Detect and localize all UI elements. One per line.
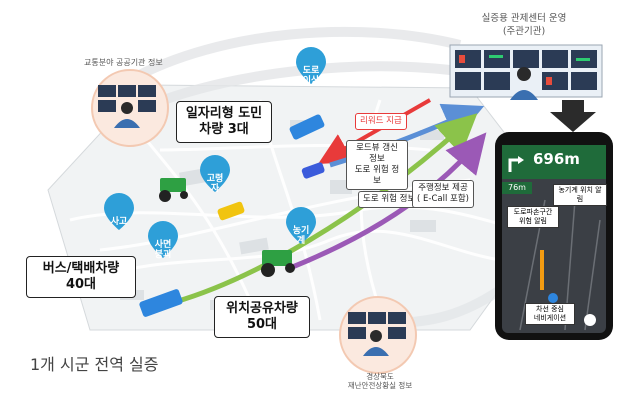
tractor-bottom — [261, 250, 295, 277]
disaster-info-label: 경상북도 재난안전상황실 정보 — [347, 372, 413, 390]
pin-landslide — [148, 221, 178, 258]
pin-road-anomaly — [296, 47, 326, 84]
disaster-info-console — [339, 296, 417, 374]
pin-label-accident: 사고 — [110, 217, 128, 227]
road-danger-label: 도로 위험 정보 — [358, 191, 421, 208]
center-to-phone-arrow — [550, 100, 596, 132]
tractor-top — [159, 178, 188, 202]
phone-distance-small: 76m — [508, 183, 526, 192]
phone-note-farm-vehicle: 농기계 위치 알림 — [553, 184, 607, 206]
pin-label-landslide: 사면 붕괴 — [154, 240, 172, 260]
pin-label-road-anomaly: 도로 이상 — [302, 66, 320, 86]
phone-note-road-damage: 도로파손구간 위험 알림 — [507, 206, 559, 228]
pin-accident — [103, 192, 134, 230]
bus-taxi-box: 버스/택배차량 40대 — [26, 256, 136, 298]
location-share-box: 위치공유차량 50대 — [214, 296, 310, 338]
control-center-subtitle: (주관기관) — [502, 26, 546, 37]
yellow-car — [217, 201, 245, 221]
driving-info-arrow — [289, 132, 487, 271]
road-danger-arrow — [174, 113, 478, 305]
bus-bottom — [139, 289, 183, 317]
pin-label-elderly: 고령 자 — [206, 174, 224, 194]
blue-car — [301, 162, 325, 179]
pin-elderly — [200, 155, 230, 192]
phone-note-lane-nav: 차선 중심 네비게이션 — [525, 303, 575, 325]
reward-arrow — [318, 98, 431, 164]
bus-top — [289, 114, 325, 140]
reward-label: 리워드 지급 — [355, 113, 407, 130]
control-center-console — [449, 44, 603, 100]
pin-farm-vehicle — [286, 207, 316, 244]
transport-info-label: 교통분야 공공기관 정보 — [84, 58, 163, 67]
control-center-title: 실증용 관제센터 운영 — [481, 13, 567, 24]
pin-label-farm-vehicle: 농기 계 — [292, 226, 310, 246]
phone-distance: 696m — [533, 150, 580, 168]
driving-info-label: 주행정보 제공 ( E-Call 포함) — [412, 180, 474, 208]
page-caption: 1개 시군 전역 실증 — [30, 355, 159, 374]
jobs-vehicle-box: 일자리형 도민 차량 3대 — [176, 101, 272, 143]
road-view-label: 로드뷰 갱신 정보 도로 위험 정보 — [346, 140, 408, 190]
transport-info-console — [91, 69, 169, 147]
